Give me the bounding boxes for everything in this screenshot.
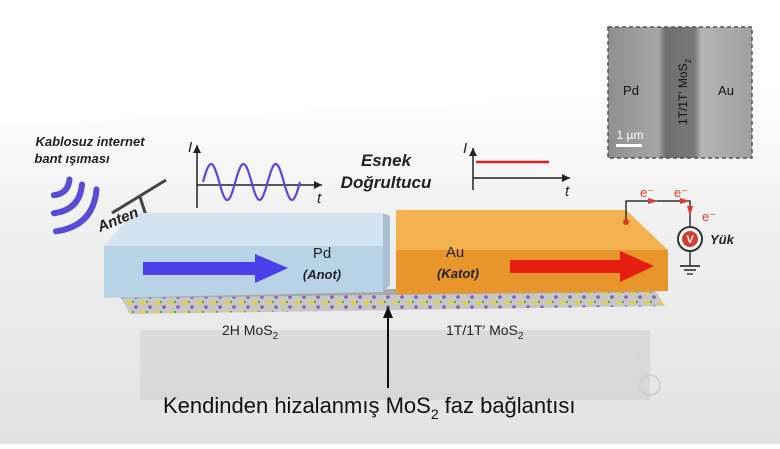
mos2-2h-label: 2H MoS2: [222, 322, 279, 342]
inset-mos2-label: 1T/1T' MoS2: [676, 58, 693, 125]
rectifier-label-line1: Esnek: [361, 151, 413, 170]
current-arrow-red: [510, 251, 654, 282]
inset-au-label: Au: [718, 83, 734, 98]
scale-bar-label: 1 µm: [617, 128, 644, 142]
pd-label: Pd: [313, 245, 331, 262]
wifi-label-line1: Kablosuz internet: [35, 134, 145, 149]
dc-axis-i: I: [463, 140, 467, 157]
au-label: Au: [446, 244, 464, 261]
ac-signal-plot: [193, 145, 322, 208]
load-label: Yük: [710, 232, 735, 247]
dc-axis-t: t: [565, 183, 570, 200]
anode-label: (Anot): [303, 267, 341, 282]
external-circuit: [623, 198, 700, 275]
mos2-1t-label: 1T/1T′ MoS2: [446, 322, 524, 342]
inset-pd-label: Pd: [623, 83, 639, 98]
electron-label-1: e⁻: [640, 185, 654, 200]
voltmeter-icon: [677, 226, 703, 252]
dc-signal-plot: [469, 148, 570, 190]
reflection: [140, 330, 661, 400]
voltmeter-label: V: [686, 234, 694, 246]
cathode-label: (Katot): [437, 266, 479, 281]
current-arrow-blue: [143, 254, 288, 283]
wifi-icon: [50, 176, 100, 235]
ac-axis-i: I: [188, 139, 192, 156]
junction-pointer: [383, 306, 393, 388]
rectifier-label-line2: Doğrultucu: [341, 173, 432, 192]
wifi-label-line2: bant ışıması: [34, 151, 110, 166]
electron-label-2: e⁻: [674, 185, 688, 200]
scale-bar: [616, 144, 642, 147]
sem-inset: Pd 1T/1T' MoS2 Au 1 µm: [607, 26, 753, 159]
pd-electrode: [104, 213, 390, 298]
electron-label-3: e⁻: [702, 209, 716, 224]
ac-axis-t: t: [317, 190, 322, 207]
